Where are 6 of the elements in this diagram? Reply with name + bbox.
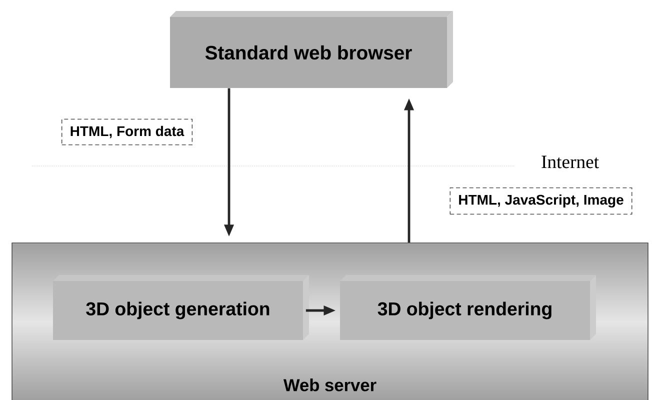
process-box: 3D object generation [53, 275, 309, 340]
process-box: 3D object rendering [340, 275, 596, 340]
process-box: Standard web browser [170, 11, 453, 88]
edge-label: HTML, Form data [62, 118, 192, 146]
network-label: Internet [542, 156, 599, 168]
edge-label: HTML, JavaScript, Image [450, 187, 632, 215]
